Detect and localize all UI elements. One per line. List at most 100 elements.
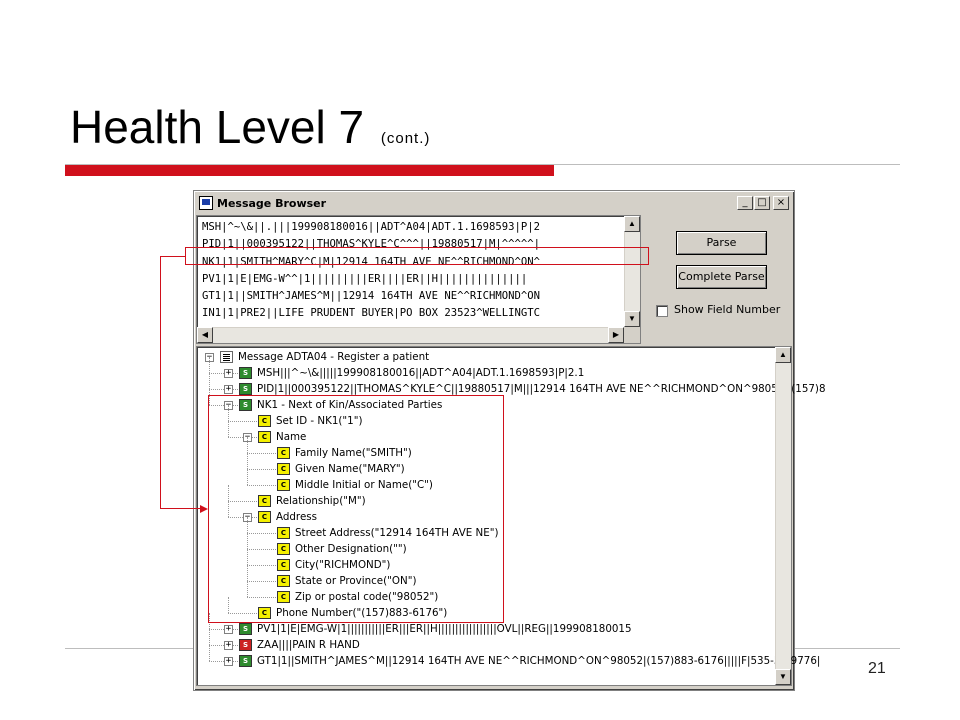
component-c-icon: C xyxy=(277,543,290,555)
tree-node-label: Zip or postal code("98052") xyxy=(295,591,439,603)
scroll-corner xyxy=(624,327,640,343)
tree-node-label: Address xyxy=(276,511,318,523)
message-document-icon xyxy=(220,351,233,363)
component-c-icon: C xyxy=(277,559,290,571)
nk1-raw-highlight-box xyxy=(185,247,649,265)
tree-node[interactable]: + S PID|1||000395122||THOMAS^KYLE^C||19880… xyxy=(197,373,826,397)
expand-plus-icon[interactable]: + xyxy=(224,384,233,394)
app-icon xyxy=(199,196,213,210)
window-titlebar[interactable]: Message Browser _ □ × xyxy=(196,193,792,213)
tree-connector xyxy=(247,517,248,533)
tree-connector xyxy=(247,549,248,565)
tree-connector xyxy=(247,533,276,534)
complete-parse-button[interactable]: Complete Parse xyxy=(676,265,767,289)
component-c-icon: C xyxy=(258,511,271,523)
slide-title-suffix: (cont.) xyxy=(380,130,431,147)
tree-node[interactable]: −Message ADTA04 - Register a patient xyxy=(197,349,775,365)
tree-connector xyxy=(209,645,238,646)
tree-node[interactable]: C Street Address("12914 164TH AVE NE") xyxy=(197,517,775,541)
tree-node-label: City("RICHMOND") xyxy=(295,559,391,571)
tree-node-label: PID|1||000395122||THOMAS^KYLE^C||1988051… xyxy=(257,383,826,395)
raw-vertical-scrollbar[interactable]: ▲ ▼ xyxy=(624,216,640,327)
close-button[interactable]: × xyxy=(773,196,789,210)
tree-connector xyxy=(209,389,210,405)
tree-vertical-scrollbar[interactable]: ▲ ▼ xyxy=(775,347,791,685)
tree-connector xyxy=(247,469,276,470)
component-c-icon: C xyxy=(277,527,290,539)
expand-plus-icon[interactable]: + xyxy=(224,656,233,666)
tree-connector xyxy=(247,565,248,581)
scroll-right-arrow-icon[interactable]: ▶ xyxy=(608,327,624,343)
expand-plus-icon[interactable]: + xyxy=(224,368,233,378)
tree-connector xyxy=(209,373,238,374)
tree-node[interactable]: C Other Designation("") xyxy=(197,533,775,557)
message-browser-window: Message Browser _ □ × MSH|^~\&||.|||1999… xyxy=(193,190,826,691)
tree-connector xyxy=(228,485,229,501)
tree-connector xyxy=(228,437,257,438)
show-field-number-label: Show Field Number xyxy=(674,303,781,316)
tree-connector xyxy=(247,549,276,550)
tree-node-label: Name xyxy=(276,431,307,443)
tree-connector xyxy=(228,501,229,517)
tree-connector xyxy=(209,389,238,390)
tree-connector xyxy=(228,421,257,422)
tree-connector xyxy=(228,501,257,502)
tree-connector xyxy=(209,629,210,645)
segment-s-icon: S xyxy=(239,655,252,667)
tree-connector xyxy=(247,453,276,454)
tree-scroll-down-arrow-icon[interactable]: ▼ xyxy=(775,669,791,685)
tree-node-label: NK1 - Next of Kin/Associated Parties xyxy=(257,399,443,411)
tree-connector xyxy=(228,597,229,613)
tree-node[interactable]: C Zip or postal code("98052") xyxy=(197,581,775,605)
tree-connector xyxy=(247,565,276,566)
tree-connector xyxy=(247,453,248,469)
scroll-left-arrow-icon[interactable]: ◀ xyxy=(197,327,213,343)
tree-node[interactable]: C City("RICHMOND") xyxy=(197,549,775,573)
maximize-button[interactable]: □ xyxy=(754,196,770,210)
tree-node-label: Other Designation("") xyxy=(295,543,407,555)
tree-connector xyxy=(209,613,210,629)
tree-connector xyxy=(209,661,238,662)
tree-node-label: ZAA||||PAIN R HAND xyxy=(257,639,360,651)
tree-scroll-up-arrow-icon[interactable]: ▲ xyxy=(775,347,791,363)
tree-connector xyxy=(209,357,210,373)
minimize-button[interactable]: _ xyxy=(737,196,753,210)
tree-node-label: PV1|1|E|EMG-W|1|||||||||||ER|||ER||H||||… xyxy=(257,623,632,635)
segment-s-icon: S xyxy=(239,383,252,395)
raw-horizontal-scrollbar[interactable]: ◀ ▶ xyxy=(197,327,624,343)
tree-connector xyxy=(209,645,210,661)
expand-plus-icon[interactable]: + xyxy=(224,624,233,634)
slide-title: Health Level 7 (cont.) xyxy=(70,100,430,154)
tree-connector xyxy=(209,373,210,389)
show-field-number-checkbox[interactable] xyxy=(656,305,668,317)
scroll-down-arrow-icon[interactable]: ▼ xyxy=(624,311,640,327)
component-c-icon: C xyxy=(277,591,290,603)
scroll-up-arrow-icon[interactable]: ▲ xyxy=(624,216,640,232)
component-c-icon: C xyxy=(277,575,290,587)
nk1-tree-highlight-box xyxy=(208,395,504,623)
raw-message-line: IN1|1|PRE2||LIFE PRUDENT BUYER|PO BOX 23… xyxy=(202,307,541,320)
tree-connector xyxy=(209,629,238,630)
parse-button[interactable]: Parse xyxy=(676,231,767,255)
tree-node-label: Street Address("12914 164TH AVE NE") xyxy=(295,527,499,539)
tree-connector xyxy=(247,581,248,597)
tree-connector xyxy=(209,405,238,406)
raw-message-panel[interactable]: MSH|^~\&||.|||199908180016||ADT^A04|ADT.… xyxy=(196,215,641,344)
expand-plus-icon[interactable]: + xyxy=(224,640,233,650)
component-c-icon: C xyxy=(258,495,271,507)
component-c-icon: C xyxy=(258,431,271,443)
component-c-icon: C xyxy=(277,479,290,491)
